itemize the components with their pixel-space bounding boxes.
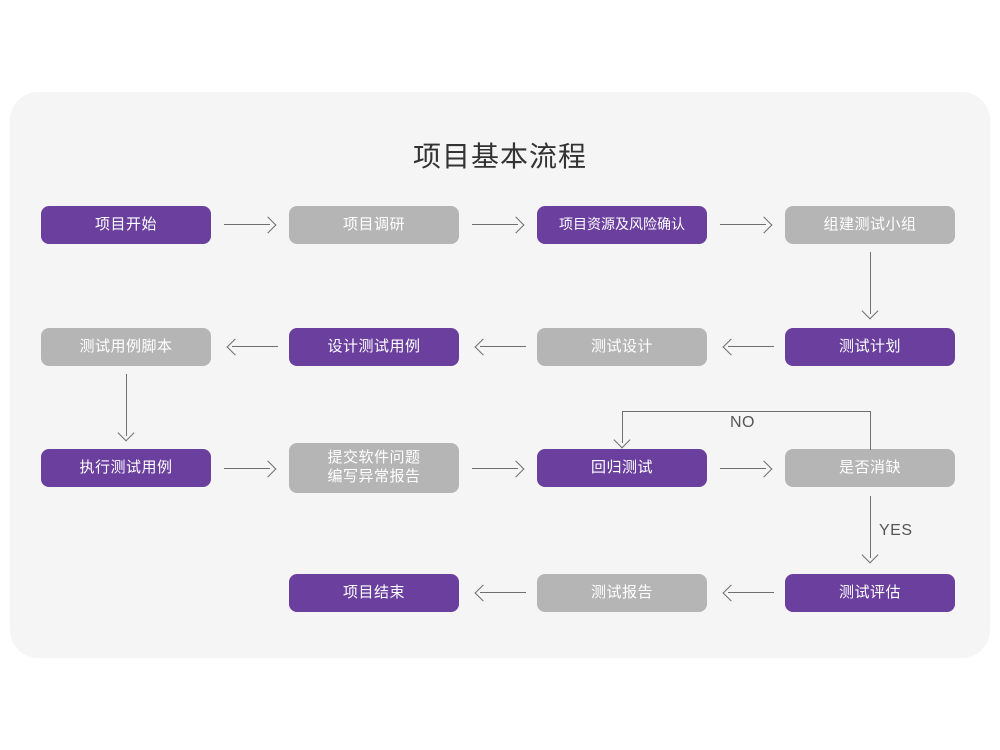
node-resource-risk-confirm[interactable]: 项目资源及风险确认: [537, 206, 707, 244]
node-test-report[interactable]: 测试报告: [537, 574, 707, 612]
node-test-design[interactable]: 测试设计: [537, 328, 707, 366]
node-submit-issue-write-report[interactable]: 提交软件问题 编写异常报告: [289, 443, 459, 493]
edge-line-research-to-resource: [472, 224, 518, 225]
edge-line-execute-to-report-bug: [224, 468, 270, 469]
edge-line-script-to-execute: [126, 374, 127, 436]
edge-line-no-up: [870, 411, 871, 450]
edge-line-yes-down: [870, 496, 871, 558]
node-execute-test-cases[interactable]: 执行测试用例: [41, 449, 211, 487]
edge-line-regression-to-defect-check: [720, 468, 766, 469]
edge-line-evaluation-to-report: [728, 592, 774, 593]
edge-line-team-to-test-plan: [870, 252, 871, 314]
node-project-end[interactable]: 项目结束: [289, 574, 459, 612]
edge-label-yes: YES: [879, 522, 913, 539]
edge-line-resource-to-team: [720, 224, 766, 225]
node-test-evaluation[interactable]: 测试评估: [785, 574, 955, 612]
edge-line-testdesign-to-design: [480, 346, 526, 347]
node-design-test-cases[interactable]: 设计测试用例: [289, 328, 459, 366]
edge-line-design-to-script: [232, 346, 278, 347]
edge-line-plan-to-testdesign: [728, 346, 774, 347]
edge-line-start-to-research: [224, 224, 270, 225]
node-regression-test[interactable]: 回归测试: [537, 449, 707, 487]
edge-label-no: NO: [730, 414, 755, 431]
node-build-test-team[interactable]: 组建测试小组: [785, 206, 955, 244]
node-defect-cleared[interactable]: 是否消缺: [785, 449, 955, 487]
node-test-plan[interactable]: 测试计划: [785, 328, 955, 366]
edge-line-report-bug-to-regression: [472, 468, 518, 469]
page-title: 项目基本流程: [412, 141, 587, 172]
node-project-research[interactable]: 项目调研: [289, 206, 459, 244]
edge-line-no-across: [622, 411, 871, 412]
node-project-start[interactable]: 项目开始: [41, 206, 211, 244]
edge-line-no-down: [622, 411, 623, 443]
diagram-panel: [10, 92, 990, 658]
edge-line-testreport-to-end: [480, 592, 526, 593]
node-test-case-script[interactable]: 测试用例脚本: [41, 328, 211, 366]
